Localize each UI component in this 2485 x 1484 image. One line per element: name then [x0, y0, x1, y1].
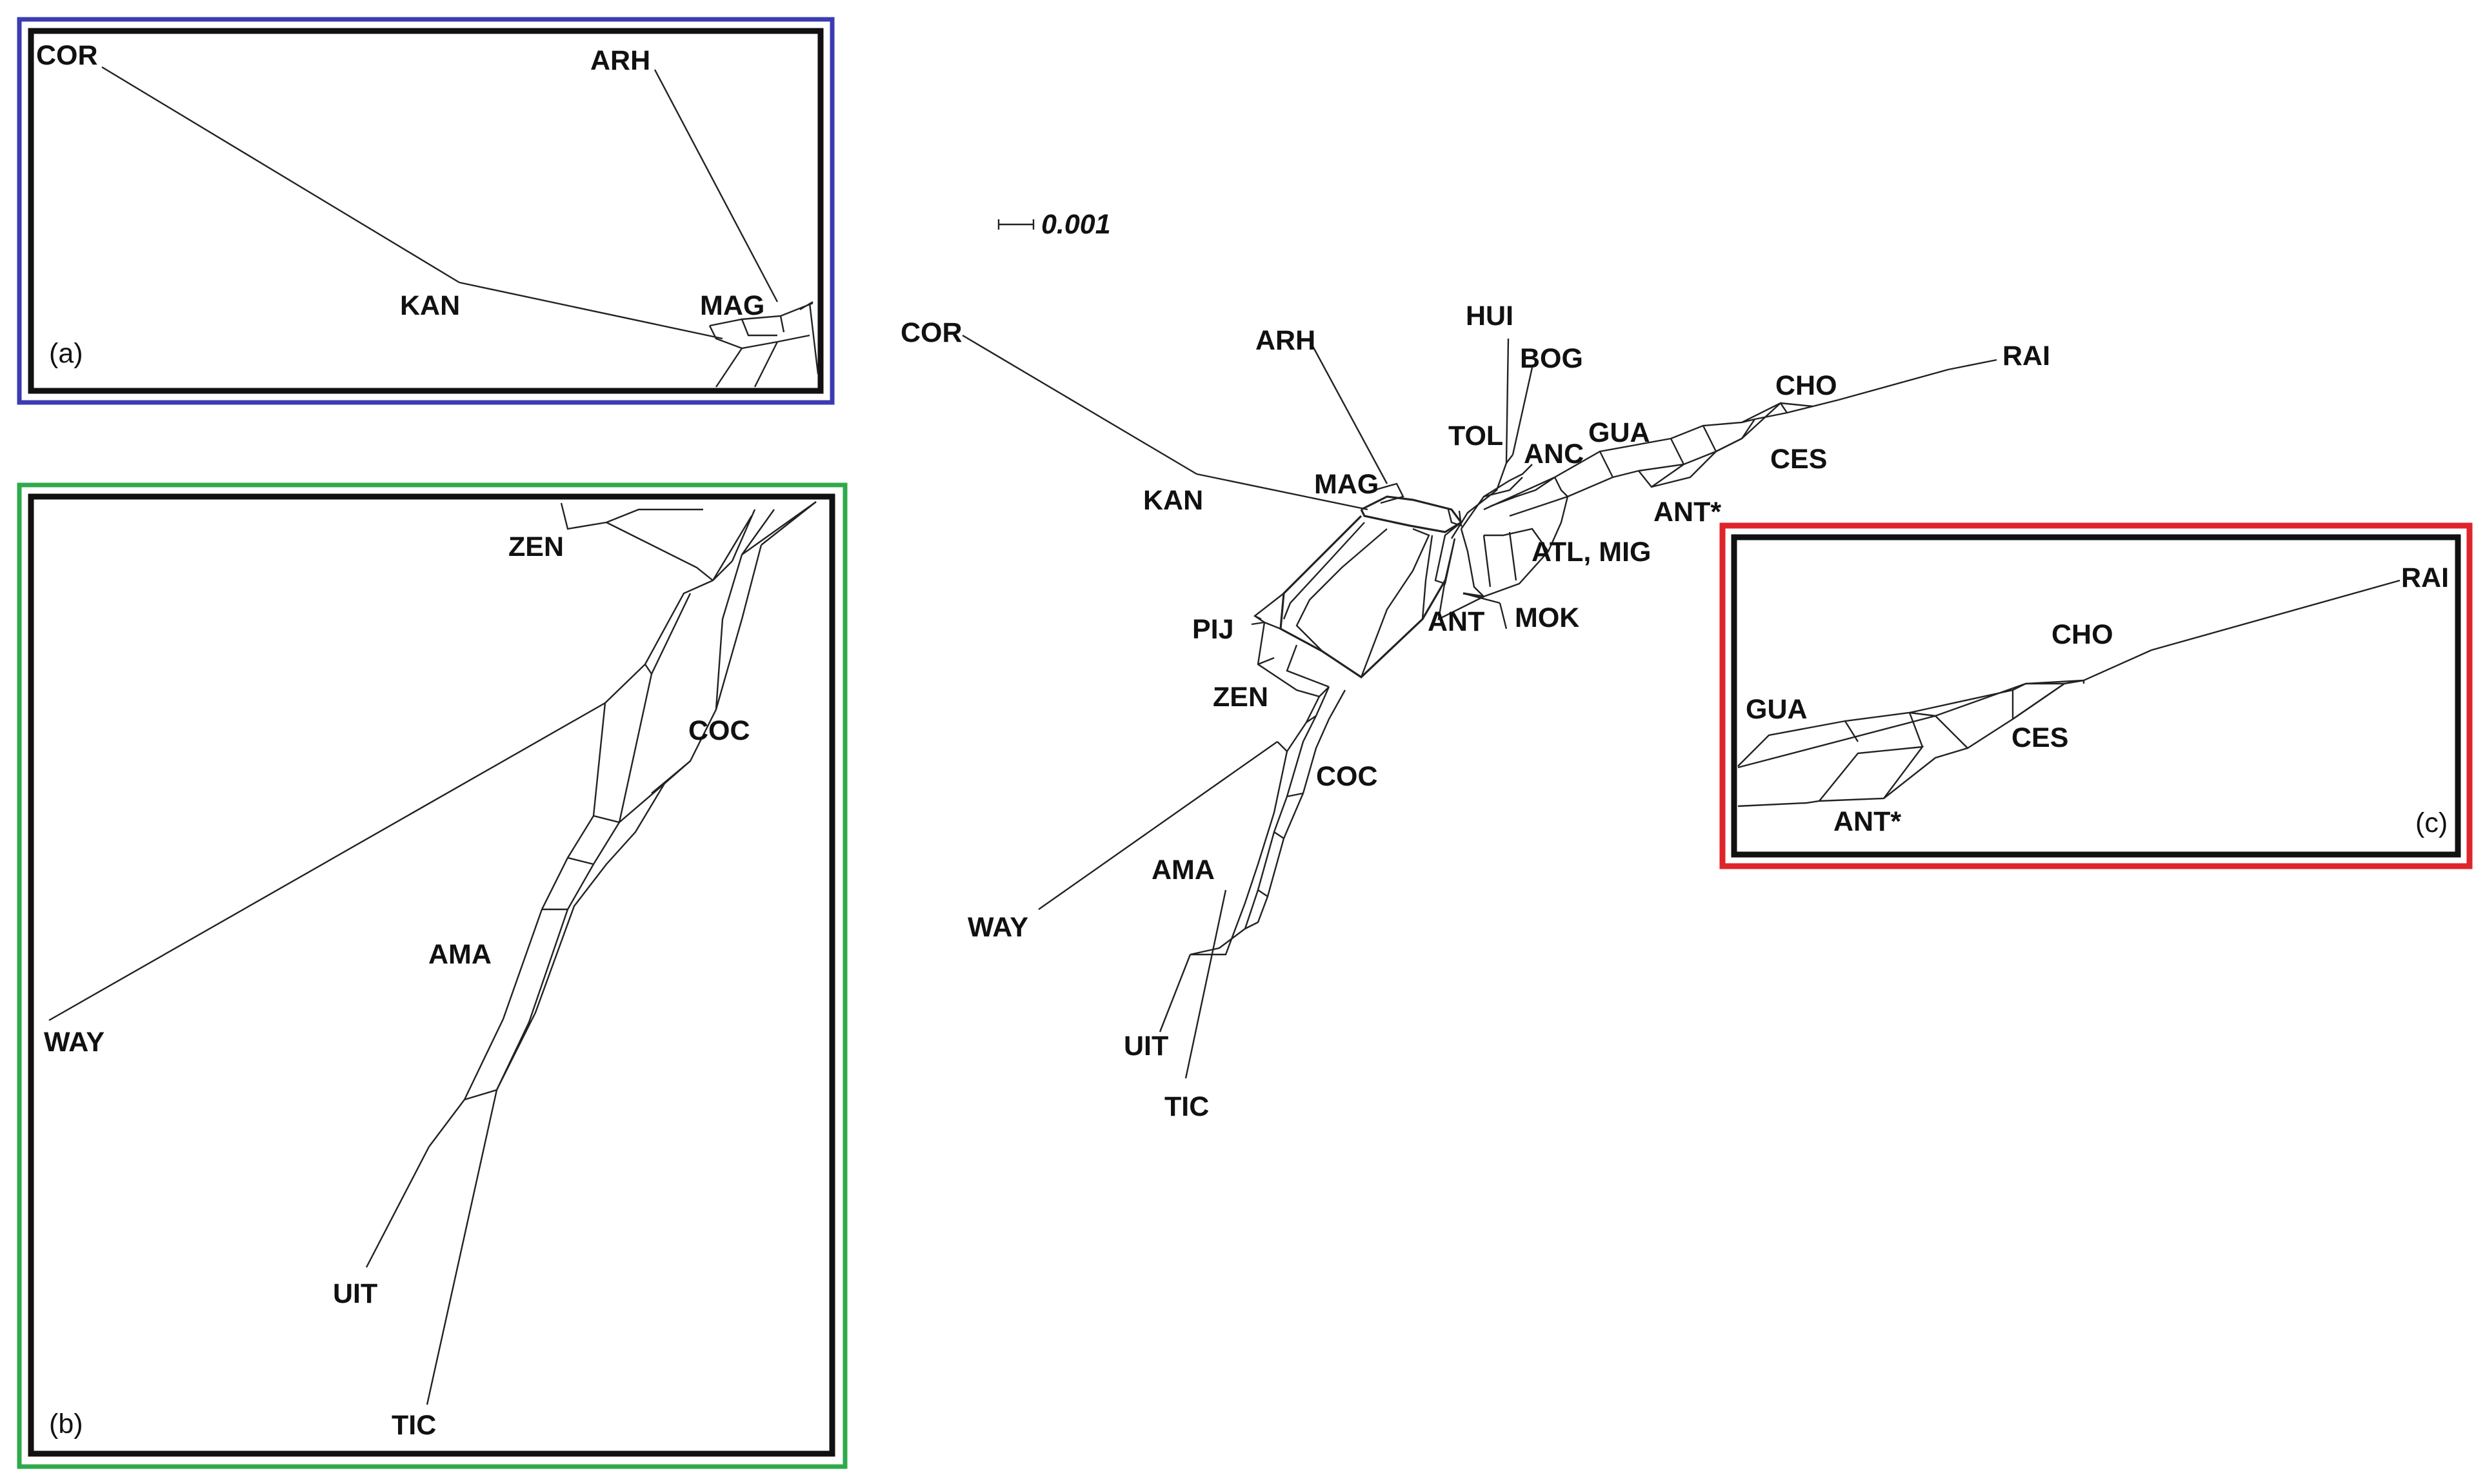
scale-bar: 0.001: [997, 209, 1111, 240]
inset-a-outer-border: [17, 17, 835, 405]
inset-b: ZEN COC AMA WAY UIT TIC (b): [17, 482, 848, 1469]
label-tol: TOL: [1448, 420, 1503, 451]
inset-a-label-arh: ARH: [590, 45, 650, 76]
inset-b-caption: (b): [49, 1409, 83, 1439]
inset-c-label-ant-star: ANT*: [1833, 806, 1901, 837]
label-arh: ARH: [1255, 325, 1315, 356]
label-cho: CHO: [1775, 370, 1837, 401]
label-cor: COR: [901, 317, 963, 348]
inset-b-label-tic: TIC: [392, 1410, 436, 1441]
inset-b-outer-border: [17, 482, 848, 1469]
label-gua: GUA: [1588, 417, 1650, 448]
label-mag: MAG: [1314, 469, 1379, 500]
inset-a-caption: (a): [49, 338, 83, 369]
label-ant: ANT: [1428, 606, 1484, 637]
main-edges: [962, 334, 1997, 1079]
label-ant-star: ANT*: [1653, 497, 1721, 528]
label-mok: MOK: [1515, 602, 1579, 633]
label-bog: BOG: [1520, 343, 1583, 374]
main-labels: COR ARH HUI BOG TOL ANC GUA CHO RAI CES …: [901, 301, 2050, 1122]
label-kan: KAN: [1143, 485, 1203, 516]
label-uit: UIT: [1124, 1031, 1168, 1062]
inset-b-edges: [48, 501, 817, 1405]
inset-c-label-gua: GUA: [1746, 694, 1808, 725]
label-ces: CES: [1770, 444, 1827, 475]
label-tic: TIC: [1164, 1091, 1209, 1122]
main-network: 0.001: [901, 209, 2050, 1122]
inset-c-label-cho: CHO: [2051, 619, 2113, 650]
inset-c-edges: [1737, 579, 2400, 807]
label-rai: RAI: [2002, 341, 2050, 371]
label-ama: AMA: [1152, 855, 1215, 885]
label-zen: ZEN: [1213, 682, 1268, 713]
inset-b-inner-border: [28, 493, 835, 1457]
inset-c-label-ces: CES: [2011, 722, 2068, 753]
label-pij: PIJ: [1192, 614, 1234, 645]
label-anc: ANC: [1524, 439, 1584, 470]
inset-c-caption: (c): [2415, 807, 2448, 838]
scale-bar-label: 0.001: [1041, 209, 1111, 240]
inset-c-outer-border: [1719, 522, 2473, 869]
inset-a: COR ARH KAN MAG (a): [17, 17, 835, 405]
inset-a-edges: [101, 66, 819, 388]
label-hui: HUI: [1466, 301, 1513, 331]
inset-c-inner-border: [1731, 534, 2461, 858]
inset-a-label-kan: KAN: [400, 290, 460, 321]
inset-b-label-zen: ZEN: [508, 531, 564, 562]
label-coc: COC: [1316, 761, 1378, 792]
inset-b-label-way: WAY: [44, 1027, 105, 1058]
inset-b-label-coc: COC: [688, 715, 750, 746]
inset-a-label-cor: COR: [36, 40, 98, 71]
inset-c: RAI CHO GUA CES ANT* (c): [1719, 522, 2473, 869]
inset-a-label-mag: MAG: [700, 290, 764, 321]
inset-a-inner-border: [28, 28, 824, 394]
label-atl-mig: ATL, MIG: [1532, 537, 1652, 568]
inset-c-label-rai: RAI: [2401, 562, 2449, 593]
inset-b-label-uit: UIT: [333, 1278, 377, 1309]
label-way: WAY: [968, 912, 1028, 943]
inset-b-label-ama: AMA: [428, 939, 492, 970]
